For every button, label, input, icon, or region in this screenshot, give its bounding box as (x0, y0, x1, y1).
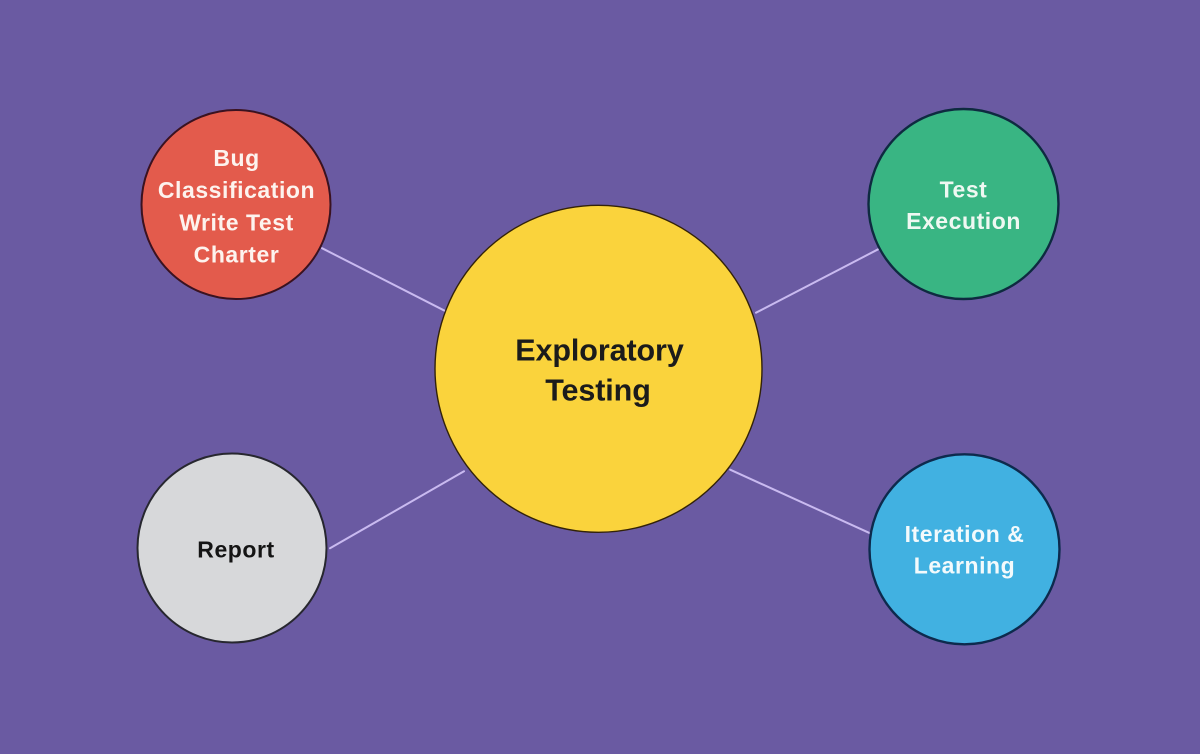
svg-text:Execution: Execution (906, 208, 1021, 234)
svg-text:Exploratory: Exploratory (515, 333, 684, 367)
svg-text:Classification: Classification (158, 177, 315, 203)
svg-text:Test: Test (940, 177, 988, 203)
svg-text:Write Test: Write Test (179, 209, 294, 235)
svg-text:Bug: Bug (213, 145, 259, 171)
svg-text:Charter: Charter (194, 241, 280, 267)
svg-text:Iteration &: Iteration & (905, 521, 1025, 547)
svg-text:Testing: Testing (545, 374, 650, 408)
svg-text:Report: Report (197, 536, 274, 562)
svg-text:Learning: Learning (914, 552, 1016, 578)
